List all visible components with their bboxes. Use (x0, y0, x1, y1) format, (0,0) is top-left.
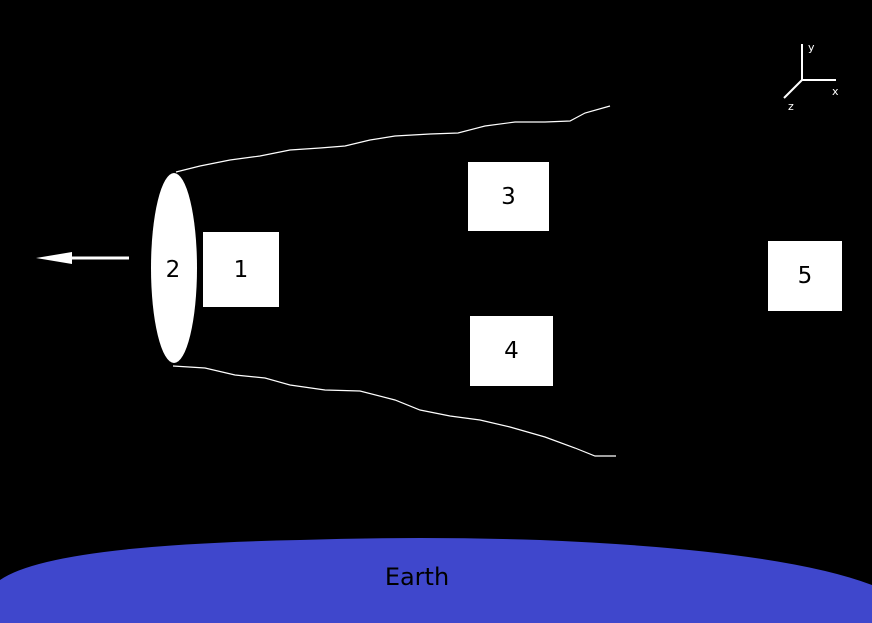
axis-label-z: z (788, 100, 794, 113)
earth-label: Earth (385, 563, 449, 591)
object-box-4-label: 4 (504, 338, 519, 364)
object-box-3-label: 3 (501, 183, 516, 210)
lower-beam-line (172, 365, 616, 457)
object-box-4: 4 (470, 316, 553, 386)
object-box-3: 3 (468, 162, 549, 231)
object-box-5-label: 5 (797, 263, 813, 289)
left-arrow-icon (36, 252, 129, 264)
axis-label-y: y (808, 41, 815, 54)
upper-beam-line (175, 105, 611, 173)
coordinate-axes-icon: y x z (783, 41, 839, 113)
earth-shape (0, 538, 872, 623)
lens-label: 2 (166, 257, 181, 283)
object-box-1-label: 1 (233, 256, 249, 283)
lens-ellipse (151, 173, 197, 363)
object-box-1: 1 (203, 232, 279, 307)
object-box-5: 5 (768, 241, 842, 311)
axis-label-x: x (832, 85, 839, 98)
